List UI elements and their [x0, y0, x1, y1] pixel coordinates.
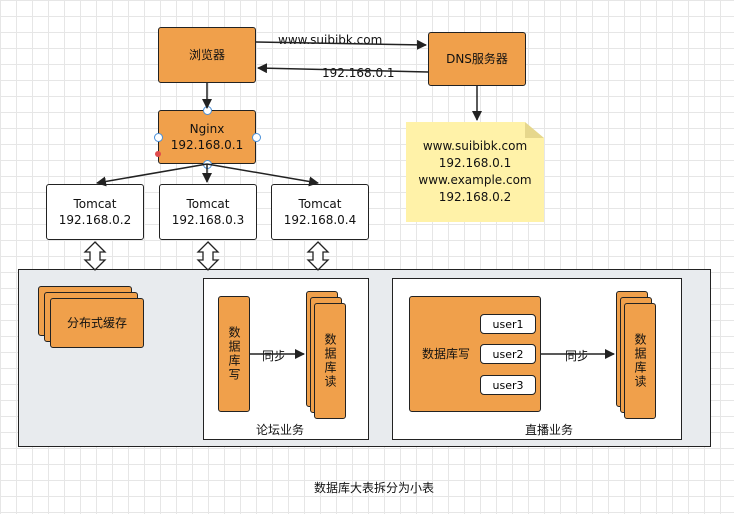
tomcat-ip: 192.168.0.3: [171, 213, 245, 227]
forum-db-read[interactable]: 数据库读: [314, 303, 346, 419]
forum-read-label: 数据库读: [323, 333, 337, 389]
connection-handle[interactable]: [203, 160, 212, 169]
dns-server-node[interactable]: DNS服务器: [428, 32, 526, 86]
live-sync-label: 同步: [565, 349, 590, 363]
user-label: user2: [492, 347, 524, 361]
note-line: 192.168.0.2: [438, 190, 512, 204]
tomcat-name: Tomcat: [73, 197, 117, 211]
note-fold-corner: [525, 122, 544, 138]
forum-write-label: 数据库写: [227, 326, 241, 382]
double-arrow: [196, 241, 220, 271]
note-line: www.example.com: [418, 173, 532, 187]
diagram-caption: 数据库大表拆分为小表: [314, 481, 435, 495]
live-db-read[interactable]: 数据库读: [624, 303, 656, 419]
forum-title: 论坛业务: [256, 423, 305, 437]
browser-label: 浏览器: [188, 48, 225, 62]
nginx-ip: 192.168.0.1: [170, 138, 244, 152]
dns-response-label: 192.168.0.1: [320, 66, 397, 80]
live-read-label: 数据库读: [633, 333, 647, 389]
tomcat-node-2[interactable]: Tomcat 192.168.0.3: [159, 184, 257, 240]
forum-db-write[interactable]: 数据库写: [218, 296, 250, 412]
tomcat-ip: 192.168.0.4: [283, 213, 357, 227]
nginx-tomcat1-arrow: [96, 163, 208, 187]
tomcat-name: Tomcat: [186, 197, 230, 211]
nginx-tomcat3-arrow: [206, 163, 319, 187]
note-line: 192.168.0.1: [438, 156, 512, 170]
selection-dot: [155, 151, 161, 157]
user-label: user1: [492, 317, 524, 331]
connection-handle[interactable]: [252, 133, 261, 142]
user2-box[interactable]: user2: [480, 344, 536, 364]
connection-handle[interactable]: [154, 133, 163, 142]
dns-request-label: www.suibibk.com: [276, 33, 385, 47]
forum-sync-label: 同步: [262, 349, 287, 363]
dns-label: DNS服务器: [446, 52, 508, 66]
cache-label: 分布式缓存: [66, 316, 127, 330]
connection-handle[interactable]: [203, 106, 212, 115]
tomcat-node-3[interactable]: Tomcat 192.168.0.4: [271, 184, 369, 240]
tomcat-ip: 192.168.0.2: [58, 213, 132, 227]
live-write-label: 数据库写: [422, 347, 471, 361]
tomcat-name: Tomcat: [298, 197, 342, 211]
browser-node[interactable]: 浏览器: [158, 27, 256, 83]
user-label: user3: [492, 378, 524, 392]
user3-box[interactable]: user3: [480, 375, 536, 395]
user1-box[interactable]: user1: [480, 314, 536, 334]
nginx-name: Nginx: [189, 122, 225, 136]
distributed-cache-node[interactable]: 分布式缓存: [50, 298, 144, 348]
double-arrow: [83, 241, 107, 271]
tomcat-node-1[interactable]: Tomcat 192.168.0.2: [46, 184, 144, 240]
nginx-node[interactable]: Nginx 192.168.0.1: [158, 110, 256, 164]
dns-records-note: www.suibibk.com 192.168.0.1 www.example.…: [406, 122, 544, 222]
live-title: 直播业务: [525, 423, 574, 437]
double-arrow: [306, 241, 330, 271]
note-line: www.suibibk.com: [422, 139, 528, 153]
